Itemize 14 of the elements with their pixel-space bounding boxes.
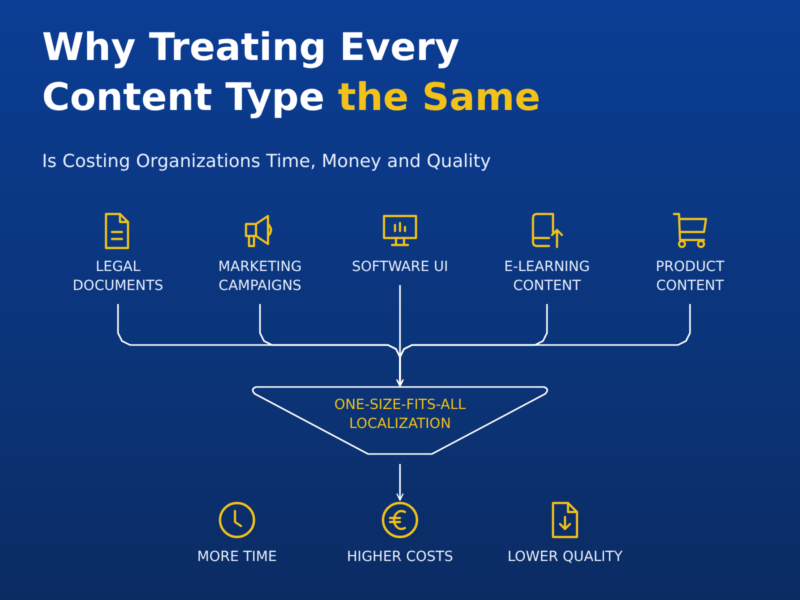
title: Why Treating Every Content Type the Same: [42, 24, 542, 121]
node-label: MORE TIME: [197, 548, 277, 567]
node-label: LOWER QUALITY: [507, 548, 623, 567]
node-label: E-LEARNING CONTENT: [503, 258, 591, 296]
funnel-shape: [250, 386, 550, 456]
connector-arrow: [396, 304, 691, 387]
node-label: ONE-SIZE-FITS-ALL LOCALIZATION: [333, 396, 467, 434]
node-label: LEGAL DOCUMENTS: [72, 258, 164, 296]
node-label: SOFTWARE UI: [352, 258, 448, 277]
node-label: HIGHER COSTS: [346, 548, 454, 567]
connector-arrow: [396, 464, 404, 501]
node-label: MARKETING CAMPAIGNS: [217, 258, 303, 296]
subtitle: Is Costing Organizations Time, Money and Quality: [42, 151, 491, 172]
node-label: PRODUCT CONTENT: [654, 258, 726, 296]
